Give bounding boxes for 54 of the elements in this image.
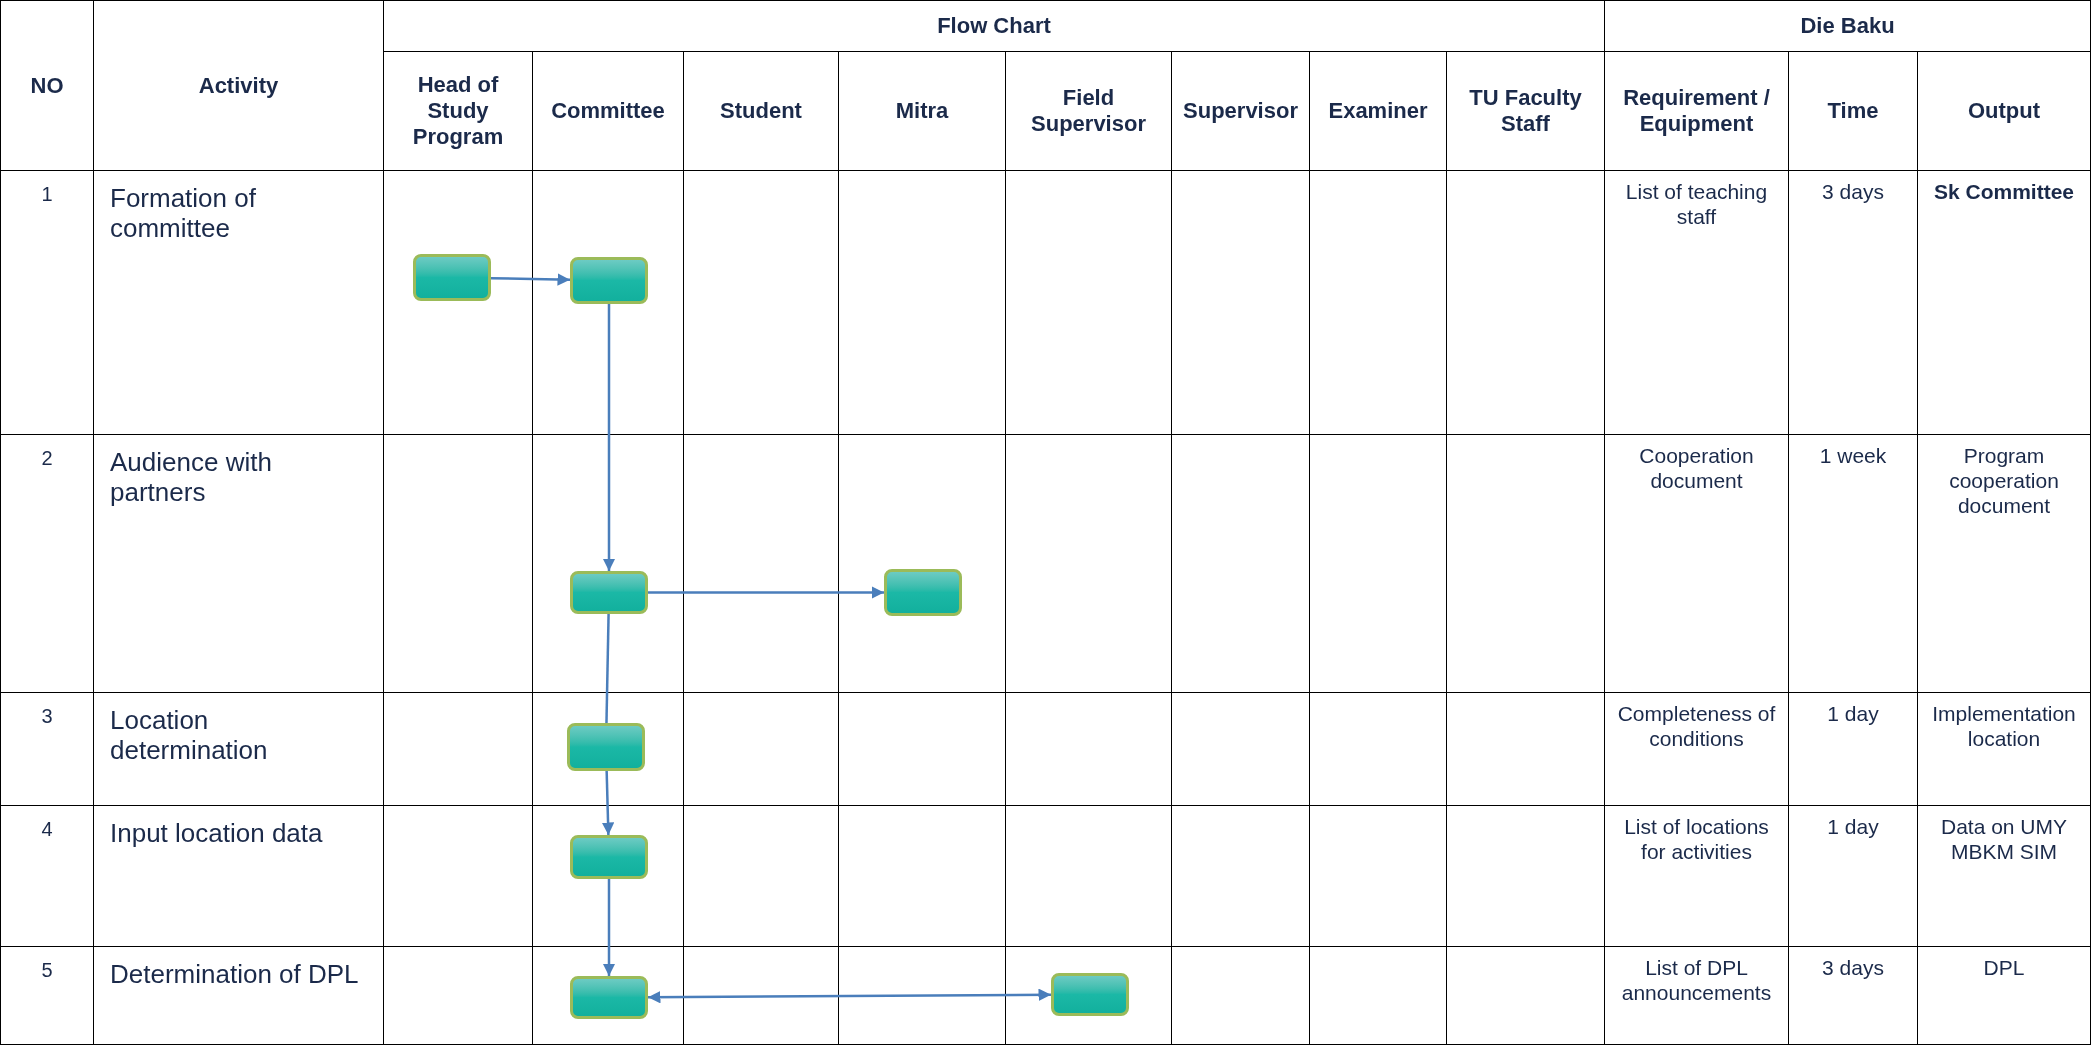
requirement-text: Cooperation document — [1638, 443, 1755, 494]
arrow — [601, 770, 615, 836]
arrow — [648, 586, 884, 599]
column-header: Head of Study Program — [411, 72, 505, 150]
column-header: Output — [1967, 98, 2041, 124]
row-number: 3 — [41, 704, 53, 729]
column-header: Examiner — [1328, 98, 1428, 124]
column-header: Committee — [551, 98, 665, 124]
requirement-text: Completeness of conditions — [1616, 701, 1777, 752]
process-box — [570, 835, 648, 879]
process-box — [570, 571, 648, 614]
process-box — [570, 257, 648, 304]
column-header: Time — [1827, 98, 1879, 124]
column-header: TU Faculty Staff — [1468, 85, 1583, 137]
arrow — [602, 304, 616, 571]
process-box — [567, 723, 645, 771]
row-number: 1 — [41, 182, 53, 207]
time-text: 1 day — [1827, 814, 1879, 840]
column-header: Mitra — [895, 98, 949, 124]
process-box — [1051, 973, 1129, 1016]
column-header: Flow Chart — [937, 13, 1051, 39]
activity-text: Audience with partners — [110, 447, 272, 507]
requirement-text: List of locations for activities — [1623, 814, 1770, 865]
column-header: Supervisor — [1183, 98, 1298, 124]
output-text: Sk Committee — [1933, 179, 2074, 205]
column-header: Field Supervisor — [1030, 85, 1147, 137]
output-text: Program cooperation document — [1948, 443, 2060, 519]
activity-text: Location determination — [110, 705, 268, 765]
output-text: Implementation location — [1931, 701, 2077, 752]
column-header: Requirement / Equipment — [1622, 85, 1771, 137]
output-text: DPL — [1983, 955, 2025, 981]
row-number: 4 — [41, 817, 53, 842]
process-box — [884, 569, 962, 616]
column-header: Die Baku — [1800, 13, 1895, 39]
column-header: Activity — [198, 72, 279, 99]
column-header: NO — [30, 72, 64, 99]
activity-text: Formation of committee — [110, 183, 256, 243]
arrow — [490, 273, 571, 286]
process-box — [570, 976, 648, 1019]
requirement-text: List of teaching staff — [1624, 179, 1769, 230]
time-text: 1 week — [1819, 443, 1887, 469]
time-text: 1 day — [1827, 701, 1879, 727]
arrow — [602, 879, 616, 976]
row-number: 2 — [41, 446, 53, 471]
arrow — [648, 988, 1051, 1004]
requirement-text: List of DPL announcements — [1620, 955, 1773, 1006]
time-text: 3 days — [1822, 955, 1884, 981]
process-box — [413, 254, 491, 301]
activity-text: Input location data — [110, 818, 323, 848]
row-number: 5 — [41, 958, 53, 983]
time-text: 3 days — [1822, 179, 1884, 205]
output-text: Data on UMY MBKM SIM — [1939, 814, 2069, 865]
activity-text: Determination of DPL — [110, 959, 359, 989]
column-header: Student — [720, 98, 802, 124]
